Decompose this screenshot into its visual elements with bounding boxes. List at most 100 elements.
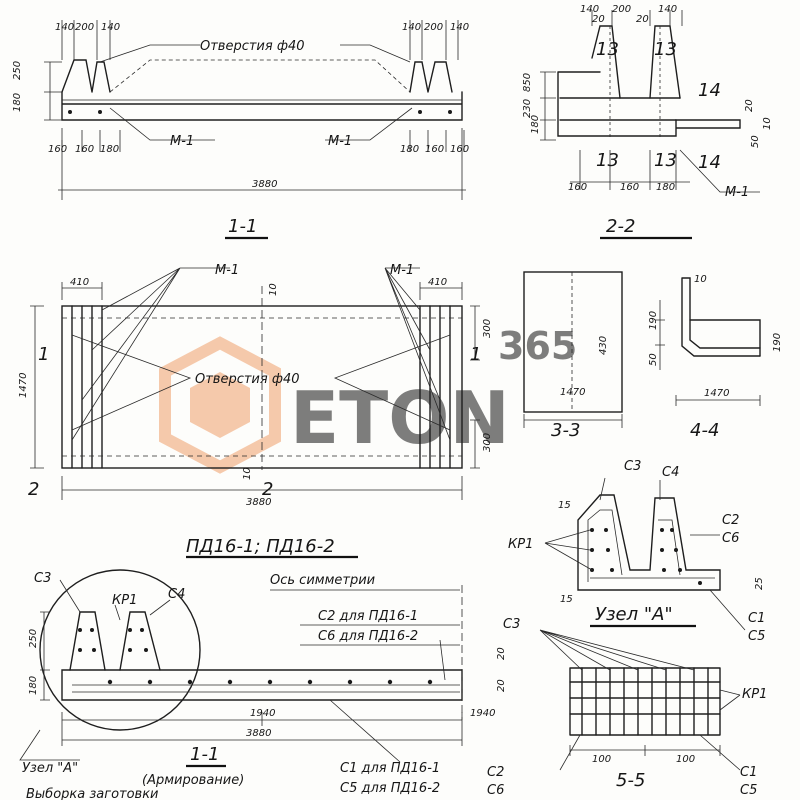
dim-20-section-b: 20 — [496, 679, 507, 692]
dim-3880-top: 3880 — [252, 179, 277, 190]
watermark-logo-icon — [159, 336, 281, 474]
dim-410-a: 410 — [70, 277, 89, 288]
c3-label-section: С3 — [34, 571, 51, 586]
reinforcement-section: С3 С4 КР1 Ось симметрии С2 для ПД16-1 С6… — [19, 569, 507, 800]
dim-180-a: 180 — [100, 144, 119, 155]
c2-note: С2 для ПД16-1 — [318, 609, 418, 624]
dim-850: 850 — [522, 73, 533, 92]
dim-1470-4-4: 1470 — [704, 388, 729, 399]
dim-160-a: 160 — [48, 144, 67, 155]
c3-label-5-5: С3 — [503, 617, 520, 632]
n15-a: 15 — [558, 500, 571, 511]
dim-160-b: 160 — [75, 144, 94, 155]
n14-a: 14 — [698, 80, 721, 101]
c1-label-node: С1 — [748, 611, 765, 626]
m1-label-right: М-1 — [328, 134, 352, 149]
dim-190-b: 190 — [772, 333, 783, 352]
view-5-5: С3 КР1 С2 С6 С1 С5 100 100 5-5 — [487, 617, 767, 798]
reinforcement-label: (Армирование) — [142, 773, 244, 788]
c6-note: С6 для ПД16-2 — [318, 629, 418, 644]
view-3-3: 430 1470 3-3 — [523, 271, 623, 441]
hole-label-plan: Отверстия ф40 — [195, 372, 300, 387]
m1-label-left: М-1 — [170, 134, 194, 149]
view-title-2-2: 2-2 — [606, 216, 635, 237]
c1-label-5-5: С1 — [740, 765, 757, 780]
m1-label-plan-right: М-1 — [390, 263, 414, 278]
dim-200-c: 200 — [612, 4, 631, 15]
dim-190-a: 190 — [648, 311, 659, 330]
n13-c: 13 — [596, 150, 619, 171]
watermark-number: 365 — [498, 324, 577, 368]
m1-label-plan-left: М-1 — [215, 263, 239, 278]
node-a-circle — [39, 569, 201, 731]
section-mark-1-left: 1 — [38, 344, 49, 365]
view-title-5-5: 5-5 — [616, 770, 645, 791]
section-mark-1-right: 1 — [470, 344, 481, 365]
dim-200-b: 200 — [424, 22, 443, 33]
dim-140-c: 140 — [402, 22, 421, 33]
dim-230: 230 — [522, 99, 533, 118]
dim-10-plan-b: 10 — [242, 467, 253, 480]
dim-20-section-a: 20 — [496, 647, 507, 660]
dim-160-f: 160 — [620, 182, 639, 193]
kr1-label-5-5: КР1 — [742, 687, 767, 702]
c5-note: С5 для ПД16-2 — [340, 781, 440, 796]
c3-label-node: С3 — [624, 459, 641, 474]
plan-view: М-1 М-1 Отверстия ф40 410 410 3880 1470 … — [18, 263, 493, 559]
dim-250-1-1: 250 — [12, 61, 23, 80]
bottom-left-note: Выборка заготовки — [26, 787, 159, 800]
n13-d: 13 — [654, 150, 677, 171]
dim-140-f: 140 — [658, 4, 677, 15]
dim-160-d: 160 — [450, 144, 469, 155]
dim-20-a: 20 — [592, 14, 605, 25]
dim-160-c: 160 — [425, 144, 444, 155]
dim-50-a: 50 — [750, 135, 761, 148]
view-title-1-1-reinf: 1-1 — [190, 744, 219, 765]
dim-10-4-4: 10 — [694, 274, 707, 285]
dim-410-b: 410 — [428, 277, 447, 288]
m1-label-2-2: М-1 — [725, 185, 749, 200]
watermark-brand: ETON — [290, 376, 510, 460]
dim-140-e: 140 — [580, 4, 599, 15]
view-2-2: М-1 13 13 13 13 14 14 850 230 180 160 16… — [522, 4, 773, 240]
view-4-4: 10 190 50 190 1470 4-4 — [648, 274, 783, 441]
c6-label-5-5: С6 — [487, 783, 504, 798]
dim-140-b: 140 — [101, 22, 120, 33]
c6-label-node: С6 — [722, 531, 739, 546]
n14-b: 14 — [698, 152, 721, 173]
node-a-title: Узел "А" — [595, 604, 673, 625]
kr1-label-node: КР1 — [508, 537, 533, 552]
c4-label-section: С4 — [168, 587, 185, 602]
dim-200-a: 200 — [75, 22, 94, 33]
symmetry-axis-label: Ось симметрии — [270, 573, 375, 588]
dim-50-4-4: 50 — [648, 353, 659, 366]
view-title-4-4: 4-4 — [690, 420, 719, 441]
rebar-dots-1-1 — [68, 110, 452, 114]
dim-180-section: 180 — [28, 676, 39, 695]
dim-1940-a: 1940 — [250, 708, 275, 719]
c2-label-node: С2 — [722, 513, 739, 528]
dim-1470-plan: 1470 — [18, 373, 29, 398]
c1-note: С1 для ПД16-1 — [340, 761, 440, 776]
dim-10-plan-a: 10 — [268, 283, 279, 296]
dim-180-b: 180 — [400, 144, 419, 155]
node-a-label: Узел "А" — [22, 761, 78, 776]
view-1-1: Отверстия ф40 М-1 М-1 3880 140 200 140 1… — [12, 20, 469, 240]
section-mark-2-left: 2 — [28, 479, 39, 500]
dim-10-a: 10 — [762, 117, 773, 130]
c2-label-5-5: С2 — [487, 765, 504, 780]
dim-100-b: 100 — [676, 754, 695, 765]
dim-20-c: 20 — [744, 99, 755, 112]
dim-140-a: 140 — [55, 22, 74, 33]
dim-300-a: 300 — [482, 319, 493, 338]
c4-label-node: С4 — [662, 465, 679, 480]
dim-3880-section: 3880 — [246, 728, 271, 739]
dim-430: 430 — [598, 336, 609, 355]
section-mark-2-mid: 2 — [262, 479, 273, 500]
dim-300-b: 300 — [482, 433, 493, 452]
node-a-detail: С3 С4 С2 С6 КР1 С1 С5 15 15 25 Узел "А" — [508, 459, 765, 644]
dim-180-2-2: 180 — [530, 115, 541, 134]
dim-1940-b: 1940 — [470, 708, 495, 719]
